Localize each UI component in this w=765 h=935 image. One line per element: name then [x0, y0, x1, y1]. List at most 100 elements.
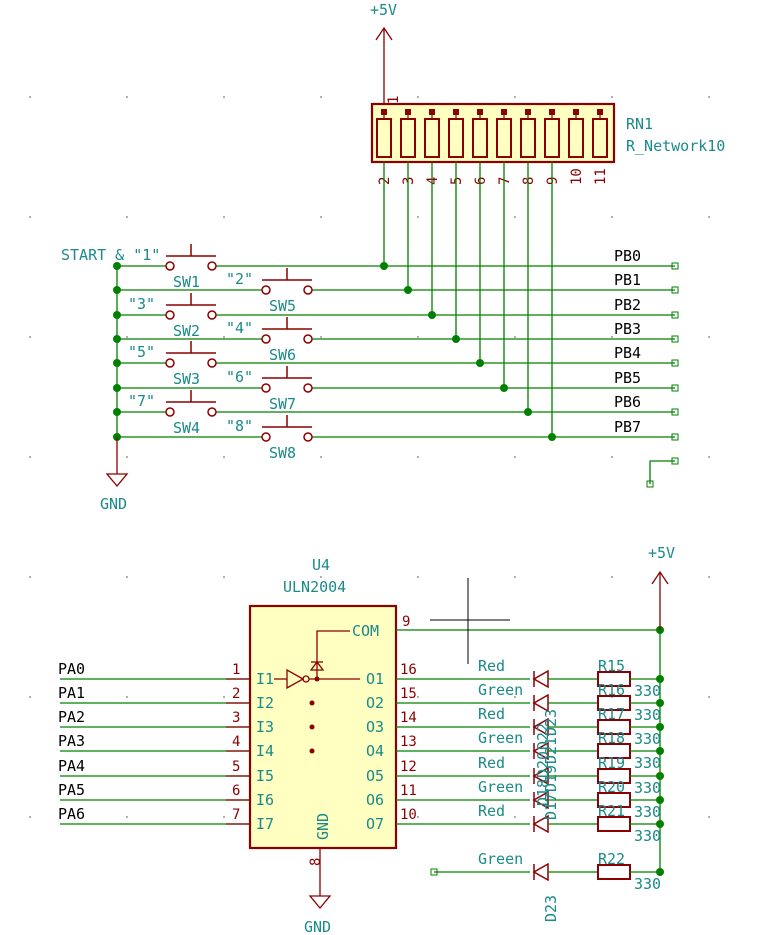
- pa-net-label: PA6: [58, 805, 85, 823]
- junction-dot: [656, 772, 664, 780]
- pb-connector: [671, 359, 679, 367]
- led-color-label: Red: [478, 802, 505, 820]
- grid-dot: [417, 576, 419, 578]
- junction-dot: [656, 723, 664, 731]
- u4-com-pin: 9: [402, 614, 410, 630]
- uln-pin-name: O5: [366, 767, 384, 785]
- switch-label: START & "1": [61, 246, 160, 264]
- pb-connector: [671, 311, 679, 319]
- resistor-ref: R19: [598, 754, 625, 772]
- switch-ref: SW7: [269, 395, 296, 413]
- pa-net-label: PA3: [58, 732, 85, 750]
- switch-contact: [207, 358, 217, 368]
- led-color-label: Red: [478, 705, 505, 723]
- uln-pin-number: 13: [400, 734, 417, 750]
- grid-dot: [29, 96, 31, 98]
- switch-ref: SW8: [269, 444, 296, 462]
- junction-dot: [113, 359, 121, 367]
- rn-pin-dot: [501, 109, 507, 115]
- uln-pin-name: I1: [256, 670, 274, 688]
- junction-dot: [113, 384, 121, 392]
- rn-pin-label: 5: [449, 177, 465, 185]
- grid-dot: [611, 336, 613, 338]
- grid-dot: [708, 456, 710, 458]
- rn-value: R_Network10: [626, 137, 725, 155]
- rn-pin-dot: [477, 109, 483, 115]
- uln-pin-number: 4: [232, 734, 240, 750]
- led-symbol: [532, 669, 549, 689]
- switch-contact: [165, 358, 175, 368]
- grid-dot: [126, 216, 128, 218]
- pa-net-label: PA0: [58, 660, 85, 678]
- u4-gnd-label: GND: [314, 813, 332, 840]
- switch-ref: SW3: [173, 370, 200, 388]
- grid-dot: [29, 336, 31, 338]
- pb-net-label: PB3: [614, 320, 641, 338]
- grid-dot: [223, 456, 225, 458]
- led-ref: D17: [542, 793, 560, 820]
- switch-contact: [261, 334, 271, 344]
- switch-contact: [165, 310, 175, 320]
- grid-dot: [320, 456, 322, 458]
- switch-contact: [207, 261, 217, 271]
- resistor-value: 330: [634, 779, 661, 797]
- rn-pin-dot: [429, 109, 435, 115]
- switch-label: "6": [226, 368, 253, 386]
- junction-dot: [656, 747, 664, 755]
- pb-connector: [671, 408, 679, 416]
- junction-dot: [656, 699, 664, 707]
- junction-dot: [113, 286, 121, 294]
- pa-net-label: PA2: [58, 708, 85, 726]
- junction-dot: [113, 311, 121, 319]
- rn-pin-label: 9: [545, 177, 561, 185]
- resistor-value: 330: [634, 730, 661, 748]
- switch-label: "7": [128, 392, 155, 410]
- switch-contact: [261, 432, 271, 442]
- switch-contact: [303, 383, 313, 393]
- pb-connector: [671, 433, 679, 441]
- uln-pin-name: I3: [256, 718, 274, 736]
- pb-connector: [671, 286, 679, 294]
- cursor-crosshair: [430, 578, 510, 664]
- grid-dot: [708, 216, 710, 218]
- rn-pin-dot: [381, 109, 387, 115]
- grid-dot: [29, 576, 31, 578]
- led-ref: D23: [542, 895, 560, 922]
- uln-pin-name: O6: [366, 791, 384, 809]
- grid-dot: [514, 696, 516, 698]
- rn-pin-dot: [549, 109, 555, 115]
- grid-dot: [29, 456, 31, 458]
- rn-pin-dot: [453, 109, 459, 115]
- grid-dot: [223, 576, 225, 578]
- nc-connector: [671, 457, 679, 465]
- resistor-value: 330: [634, 706, 661, 724]
- led-ref: D23: [542, 709, 560, 736]
- rn-pin-label: 1: [386, 96, 402, 104]
- switch-contact: [303, 334, 313, 344]
- pb-net-label: PB2: [614, 296, 641, 314]
- grid-dot: [611, 456, 613, 458]
- gnd-bottom-label: GND: [304, 918, 331, 935]
- led-color-label: Green: [478, 681, 523, 699]
- resistor-ref: R21: [598, 802, 625, 820]
- grid-dot: [29, 216, 31, 218]
- switch-label: "8": [226, 417, 253, 435]
- grid-dot: [514, 216, 516, 218]
- uln-pin-number: 5: [232, 759, 240, 775]
- rn-pin-label: 7: [497, 177, 513, 185]
- led-ref: D21: [542, 737, 560, 764]
- led-symbol: [532, 862, 549, 882]
- junction-dot: [500, 384, 508, 392]
- rn-pin-dot: [405, 109, 411, 115]
- switch-contact: [303, 432, 313, 442]
- grid-dot: [417, 456, 419, 458]
- pb-net-label: PB7: [614, 418, 641, 436]
- uln-pin-number: 15: [400, 686, 417, 702]
- grid-dot: [514, 336, 516, 338]
- pb-connector: [671, 335, 679, 343]
- grid-dot: [29, 816, 31, 818]
- grid-dot: [611, 216, 613, 218]
- uln-pin-number: 6: [232, 783, 240, 799]
